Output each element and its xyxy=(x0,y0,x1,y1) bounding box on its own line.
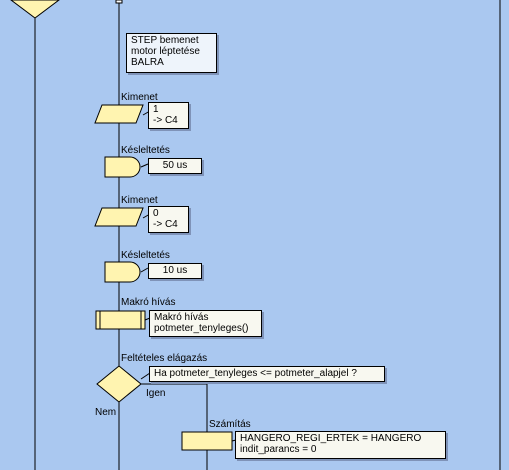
output2-target: -> C4 xyxy=(153,219,178,230)
comment-line: motor léptetése xyxy=(131,46,200,57)
output1-value: 1 xyxy=(153,104,159,115)
macro-shape[interactable] xyxy=(95,310,146,330)
output1-title: Kimenet xyxy=(121,92,158,103)
decision-title: Feltételes elágazás xyxy=(121,353,208,364)
output1-target: -> C4 xyxy=(153,115,178,126)
output2-note[interactable]: 0 -> C4 xyxy=(148,206,189,233)
calc-shape[interactable] xyxy=(181,431,233,451)
delay2-value: 10 us xyxy=(162,265,188,276)
top-connector xyxy=(115,0,123,4)
comment-line: BALRA xyxy=(131,57,164,68)
output2-title: Kimenet xyxy=(121,195,158,206)
no-label: Nem xyxy=(95,407,117,418)
delay1-title: Késleltetés xyxy=(121,145,170,156)
delay2-shape[interactable] xyxy=(104,261,141,283)
decision-shape[interactable] xyxy=(96,365,142,403)
macro-call: potmeter_tenyleges() xyxy=(154,323,249,334)
macro-note[interactable]: Makró hívás potmeter_tenyleges() xyxy=(149,310,262,337)
delay1-note[interactable]: 50 us xyxy=(148,158,202,174)
decision-note[interactable]: Ha potmeter_tenyleges <= potmeter_alapje… xyxy=(149,366,385,382)
output2-value: 0 xyxy=(153,208,159,219)
output2-shape[interactable] xyxy=(94,207,144,227)
yes-label: Igen xyxy=(146,388,166,399)
comment-line: STEP bemenet xyxy=(131,35,199,46)
decision-condition: Ha potmeter_tenyleges <= potmeter_alapje… xyxy=(154,368,357,379)
top-decision-diamond[interactable] xyxy=(10,0,60,19)
calc-note[interactable]: HANGERO_REGI_ERTEK = HANGERO indit_paran… xyxy=(235,431,446,459)
delay2-note[interactable]: 10 us xyxy=(148,263,202,279)
delay1-shape[interactable] xyxy=(104,156,141,178)
macro-title: Makró hívás xyxy=(121,297,176,308)
output1-note[interactable]: 1 -> C4 xyxy=(148,102,189,129)
calc-title: Számítás xyxy=(209,419,251,430)
calc-line: HANGERO_REGI_ERTEK = HANGERO xyxy=(240,433,422,444)
delay2-title: Késleltetés xyxy=(121,250,170,261)
output1-shape[interactable] xyxy=(94,104,144,124)
macro-line: Makró hívás xyxy=(154,312,209,323)
comment-note[interactable]: STEP bemenet motor léptetése BALRA xyxy=(126,33,217,73)
calc-line: indit_parancs = 0 xyxy=(240,444,317,455)
delay1-value: 50 us xyxy=(162,160,188,171)
